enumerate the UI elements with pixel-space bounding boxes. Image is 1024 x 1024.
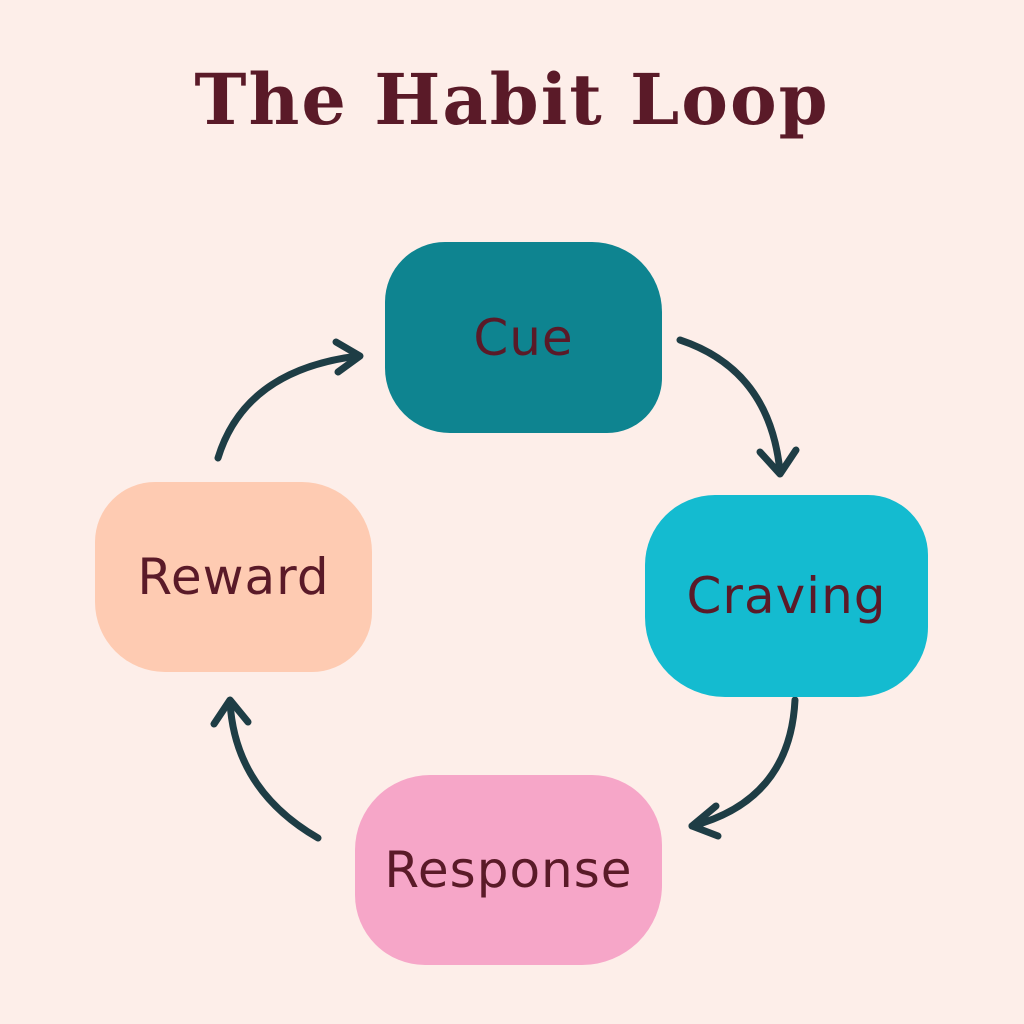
arrow-response-to-reward (210, 696, 322, 842)
arrow-cue-to-craving (676, 336, 800, 478)
node-response: Response (355, 775, 662, 965)
node-reward-label: Reward (137, 548, 330, 606)
arrow-craving-to-response (688, 696, 799, 840)
node-cue-label: Cue (473, 308, 574, 367)
node-reward: Reward (95, 482, 372, 672)
node-cue: Cue (385, 242, 662, 433)
node-craving: Craving (645, 495, 928, 697)
diagram-title: The Habit Loop (194, 58, 830, 141)
arrow-reward-to-cue (214, 338, 364, 462)
node-craving-label: Craving (686, 567, 887, 625)
node-response-label: Response (384, 841, 633, 899)
